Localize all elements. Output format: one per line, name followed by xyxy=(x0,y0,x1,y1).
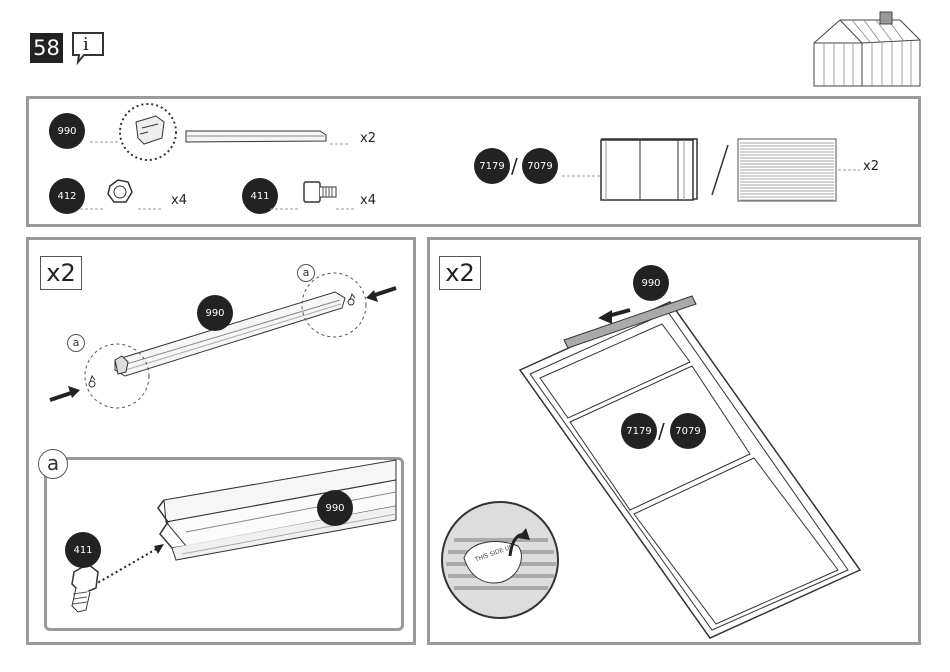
right-panel-badge-7179: 7179 xyxy=(621,413,657,449)
info-speech-bubble-icon: i xyxy=(70,30,106,66)
detail-badge-411: 411 xyxy=(65,532,101,568)
part-qty-411: x4 xyxy=(360,193,376,208)
part-qty-panels: x2 xyxy=(863,159,879,174)
right-label-separator: / xyxy=(658,419,665,443)
rail-assembly-drawing xyxy=(30,258,410,438)
label-separator: / xyxy=(511,154,518,178)
panel-install-drawing xyxy=(430,240,910,640)
part-qty-990: x2 xyxy=(360,131,376,146)
step-number: 58 xyxy=(30,33,63,63)
bolt-icon xyxy=(270,176,360,216)
part-qty-412: x4 xyxy=(171,193,187,208)
or-separator xyxy=(706,140,736,200)
greenhouse-icon xyxy=(812,8,922,90)
right-rail-badge-990: 990 xyxy=(633,265,669,301)
info-glyph: i xyxy=(83,34,89,55)
part-badge-7079: 7079 xyxy=(522,148,558,184)
part-badge-7179: 7179 xyxy=(474,148,510,184)
right-panel-badge-7079: 7079 xyxy=(670,413,706,449)
detail-badge-990: 990 xyxy=(317,490,353,526)
part-badge-990: 990 xyxy=(49,113,85,149)
callout-a-right: a xyxy=(297,264,315,282)
nut-icon xyxy=(80,176,170,216)
callout-a-left: a xyxy=(67,334,85,352)
polycarbonate-panel-icon xyxy=(736,137,876,207)
rail-profile-icon xyxy=(90,104,330,164)
rail-badge-990: 990 xyxy=(197,295,233,331)
glass-panel-outline xyxy=(598,137,698,207)
